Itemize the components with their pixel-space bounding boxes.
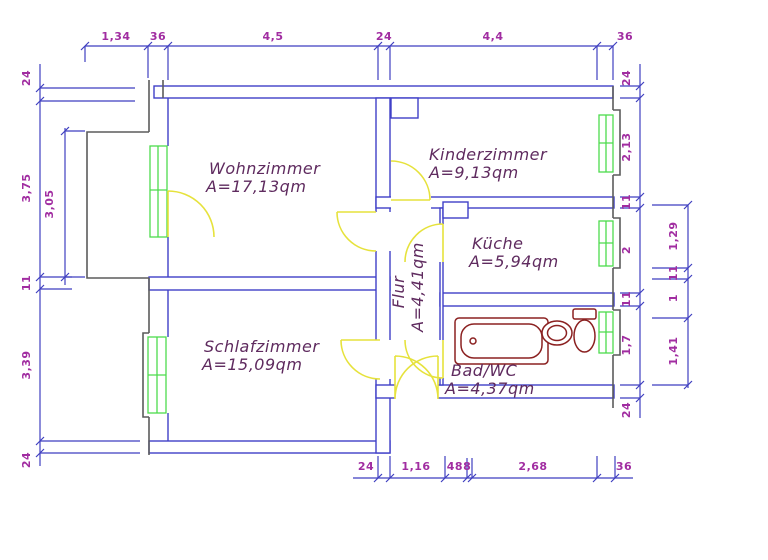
room-area-kueche: A=5,94qm bbox=[468, 252, 559, 271]
dim-left-1: 3,75 bbox=[20, 173, 33, 202]
walls bbox=[86, 80, 621, 455]
wall-top bbox=[153, 85, 614, 99]
room-name-flur: Flur bbox=[389, 275, 408, 308]
dim-right-outer-2: 1 bbox=[667, 294, 680, 302]
dim-left-4: 24 bbox=[20, 452, 33, 468]
outer-wall-left-and-balcony bbox=[86, 80, 150, 455]
dim-right-inner-6: 24 bbox=[620, 402, 633, 418]
doors bbox=[167, 160, 444, 400]
bathtub bbox=[454, 317, 549, 365]
dim-right-inner-2: 11 bbox=[620, 194, 633, 210]
dim-right-outer-3: 1,41 bbox=[667, 336, 680, 365]
dim-top-1: 36 bbox=[150, 30, 166, 43]
door-arc-bad bbox=[404, 339, 444, 379]
room-area-kinderzimmer: A=9,13qm bbox=[428, 163, 519, 182]
wall-flur-right bbox=[439, 207, 444, 386]
chimney-kueche bbox=[442, 201, 469, 219]
sink bbox=[541, 320, 573, 346]
dim-top-3: 24 bbox=[376, 30, 392, 43]
door-arc-wohnzimmer bbox=[336, 211, 377, 252]
dim-bottom-1: 1,16 bbox=[401, 460, 430, 473]
dim-top-2: 4,5 bbox=[263, 30, 284, 43]
window-kinderzimmer bbox=[598, 114, 614, 173]
door-arc-kinderzimmer bbox=[390, 160, 431, 201]
dim-bottom-3: 2,68 bbox=[518, 460, 547, 473]
door-arc-entrance bbox=[394, 355, 439, 400]
dimension-labels: 1,34 36 4,5 24 4,4 36 24 1,16 488 2,68 3… bbox=[20, 30, 680, 473]
toilet bbox=[572, 308, 597, 353]
wall-bottom bbox=[148, 440, 391, 454]
chimney-flur bbox=[390, 97, 419, 119]
wall-kueche-bad bbox=[439, 292, 615, 307]
window-wohnzimmer-balcony-door bbox=[149, 145, 168, 238]
dim-right-inner-4: 11 bbox=[620, 291, 633, 307]
dim-top-5: 36 bbox=[617, 30, 633, 43]
room-labels: Wohnzimmer A=17,13qm Kinderzimmer A=9,13… bbox=[201, 145, 559, 398]
room-area-flur: A=4,41qm bbox=[408, 242, 427, 333]
dim-bottom-2: 488 bbox=[447, 460, 471, 473]
room-name-bad: Bad/WC bbox=[451, 361, 518, 380]
dim-left-0: 24 bbox=[20, 70, 33, 86]
room-name-schlafzimmer: Schlafzimmer bbox=[204, 337, 320, 356]
dim-right-inner-3: 2 bbox=[620, 246, 633, 254]
room-name-wohnzimmer: Wohnzimmer bbox=[209, 159, 321, 178]
room-area-bad: A=4,37qm bbox=[444, 379, 535, 398]
wall-flur-left bbox=[375, 97, 391, 454]
wall-wohn-schlaf bbox=[148, 276, 391, 291]
window-kueche bbox=[598, 220, 614, 267]
windows bbox=[147, 114, 614, 414]
dimension-lines bbox=[35, 41, 693, 483]
wall-kinderzimmer-kueche bbox=[375, 196, 615, 209]
dim-left-3: 3,39 bbox=[20, 350, 33, 379]
room-name-kueche: Küche bbox=[472, 234, 523, 253]
window-bad bbox=[598, 311, 614, 354]
room-area-schlafzimmer: A=15,09qm bbox=[201, 355, 302, 374]
door-arc-balcony bbox=[167, 190, 215, 238]
dim-bottom-4: 36 bbox=[616, 460, 632, 473]
dim-top-4: 4,4 bbox=[483, 30, 504, 43]
room-area-wohnzimmer: A=17,13qm bbox=[205, 177, 306, 196]
dim-left-inner-0: 3,05 bbox=[43, 189, 56, 218]
outer-wall-right bbox=[612, 86, 621, 408]
dim-right-inner-0: 24 bbox=[620, 70, 633, 86]
dim-bottom-0: 24 bbox=[358, 460, 374, 473]
dim-right-outer-1: 11 bbox=[667, 265, 680, 281]
door-arc-schlafzimmer bbox=[340, 339, 381, 380]
window-schlafzimmer bbox=[147, 336, 167, 414]
dim-right-inner-1: 2,13 bbox=[620, 132, 633, 161]
bathroom-fixtures bbox=[454, 308, 597, 365]
dim-right-inner-5: 1,7 bbox=[620, 335, 633, 356]
room-name-kinderzimmer: Kinderzimmer bbox=[429, 145, 548, 164]
dim-left-2: 11 bbox=[20, 275, 33, 291]
dim-top-0: 1,34 bbox=[101, 30, 130, 43]
door-arc-kueche bbox=[404, 223, 444, 263]
dim-right-outer-0: 1,29 bbox=[667, 221, 680, 250]
